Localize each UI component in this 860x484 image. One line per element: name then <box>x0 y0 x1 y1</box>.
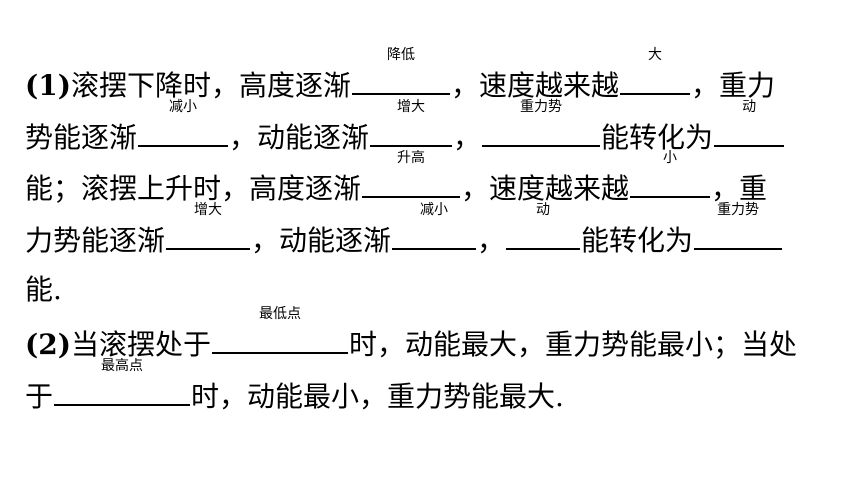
filled-answer: 最低点 <box>259 306 301 322</box>
answer-blank: 降低 <box>352 47 450 95</box>
sentence-text: 于 <box>25 380 54 413</box>
answer-blank: 最高点 <box>54 358 191 406</box>
sentence-text: ， <box>477 224 506 257</box>
answer-blank: 增大 <box>370 99 453 147</box>
question-1-line-3: 能；滚摆上升时，高度逐渐 升高 ，速度越来越 小 ，重 <box>25 150 768 206</box>
filled-answer: 减小 <box>169 99 198 115</box>
answer-blank: 动 <box>714 99 785 147</box>
sentence-text: ，动能逐渐 <box>251 224 392 257</box>
filled-answer: 最高点 <box>101 358 144 374</box>
filled-answer: 重力势 <box>520 99 563 115</box>
question-2-line-1: (2)当滚摆处于 最低点时，动能最大，重力势能最小；当处 <box>25 306 798 362</box>
filled-answer: 大 <box>648 47 663 63</box>
sentence-text: (1) <box>25 69 71 102</box>
sentence-text: ， <box>453 121 482 154</box>
filled-answer: 增大 <box>397 99 426 115</box>
filled-answer: 小 <box>663 150 678 166</box>
sentence-text: 力势能逐渐 <box>25 224 166 257</box>
sentence-text: 能；滚摆上升时，高度逐渐 <box>25 172 362 205</box>
question-1-line-4: 力势能逐渐 增大 ，动能逐渐 减小 ， 动能转化为 重力势 <box>25 202 783 258</box>
answer-blank: 最低点 <box>212 306 348 354</box>
sentence-text: 时，动能最大，重力势能最小；当处 <box>349 328 798 361</box>
sentence-text: ，重力 <box>691 69 776 102</box>
question-1-line-1: (1)滚摆下降时，高度逐渐 降低 ，速度越来越 大 ，重力 <box>25 47 776 103</box>
sentence-text: 当滚摆处于 <box>70 328 211 361</box>
sentence-text: 能. <box>25 273 62 306</box>
question-1-line-2: 势能逐渐 减小 ，动能逐渐 增大 ， 重力势能转化为 动 <box>25 99 785 155</box>
sentence-text: (2) <box>25 328 71 361</box>
filled-answer: 减小 <box>420 202 449 218</box>
sentence-text: ，动能逐渐 <box>229 121 370 154</box>
filled-answer: 动 <box>742 99 757 115</box>
sentence-text: ，速度越来越 <box>451 69 620 102</box>
sentence-text: ，重 <box>711 172 768 205</box>
question-2-line-2: 于 最高点时，动能最小，重力势能最大. <box>25 358 564 414</box>
sentence-text: 时，动能最小，重力势能最大. <box>191 380 564 413</box>
answer-blank: 动 <box>506 202 581 250</box>
answer-blank: 小 <box>630 150 711 198</box>
filled-answer: 增大 <box>194 202 223 218</box>
answer-blank: 增大 <box>166 202 251 250</box>
answer-blank: 升高 <box>362 150 461 198</box>
filled-answer: 动 <box>536 202 551 218</box>
answer-blank: 减小 <box>138 99 229 147</box>
answer-blank: 大 <box>620 47 691 95</box>
filled-answer: 重力势 <box>717 202 760 218</box>
sentence-text: 势能逐渐 <box>25 121 138 154</box>
sentence-text: 能转化为 <box>581 224 694 257</box>
question-1-line-5: 能. <box>25 270 62 310</box>
sentence-text: ，速度越来越 <box>461 172 630 205</box>
answer-blank: 减小 <box>392 202 477 250</box>
filled-answer: 升高 <box>397 150 426 166</box>
answer-blank: 重力势 <box>694 202 783 250</box>
answer-blank: 重力势 <box>482 99 601 147</box>
sentence-text: 能转化为 <box>601 121 714 154</box>
filled-answer: 降低 <box>387 47 415 63</box>
sentence-text: 滚摆下降时，高度逐渐 <box>70 69 351 102</box>
